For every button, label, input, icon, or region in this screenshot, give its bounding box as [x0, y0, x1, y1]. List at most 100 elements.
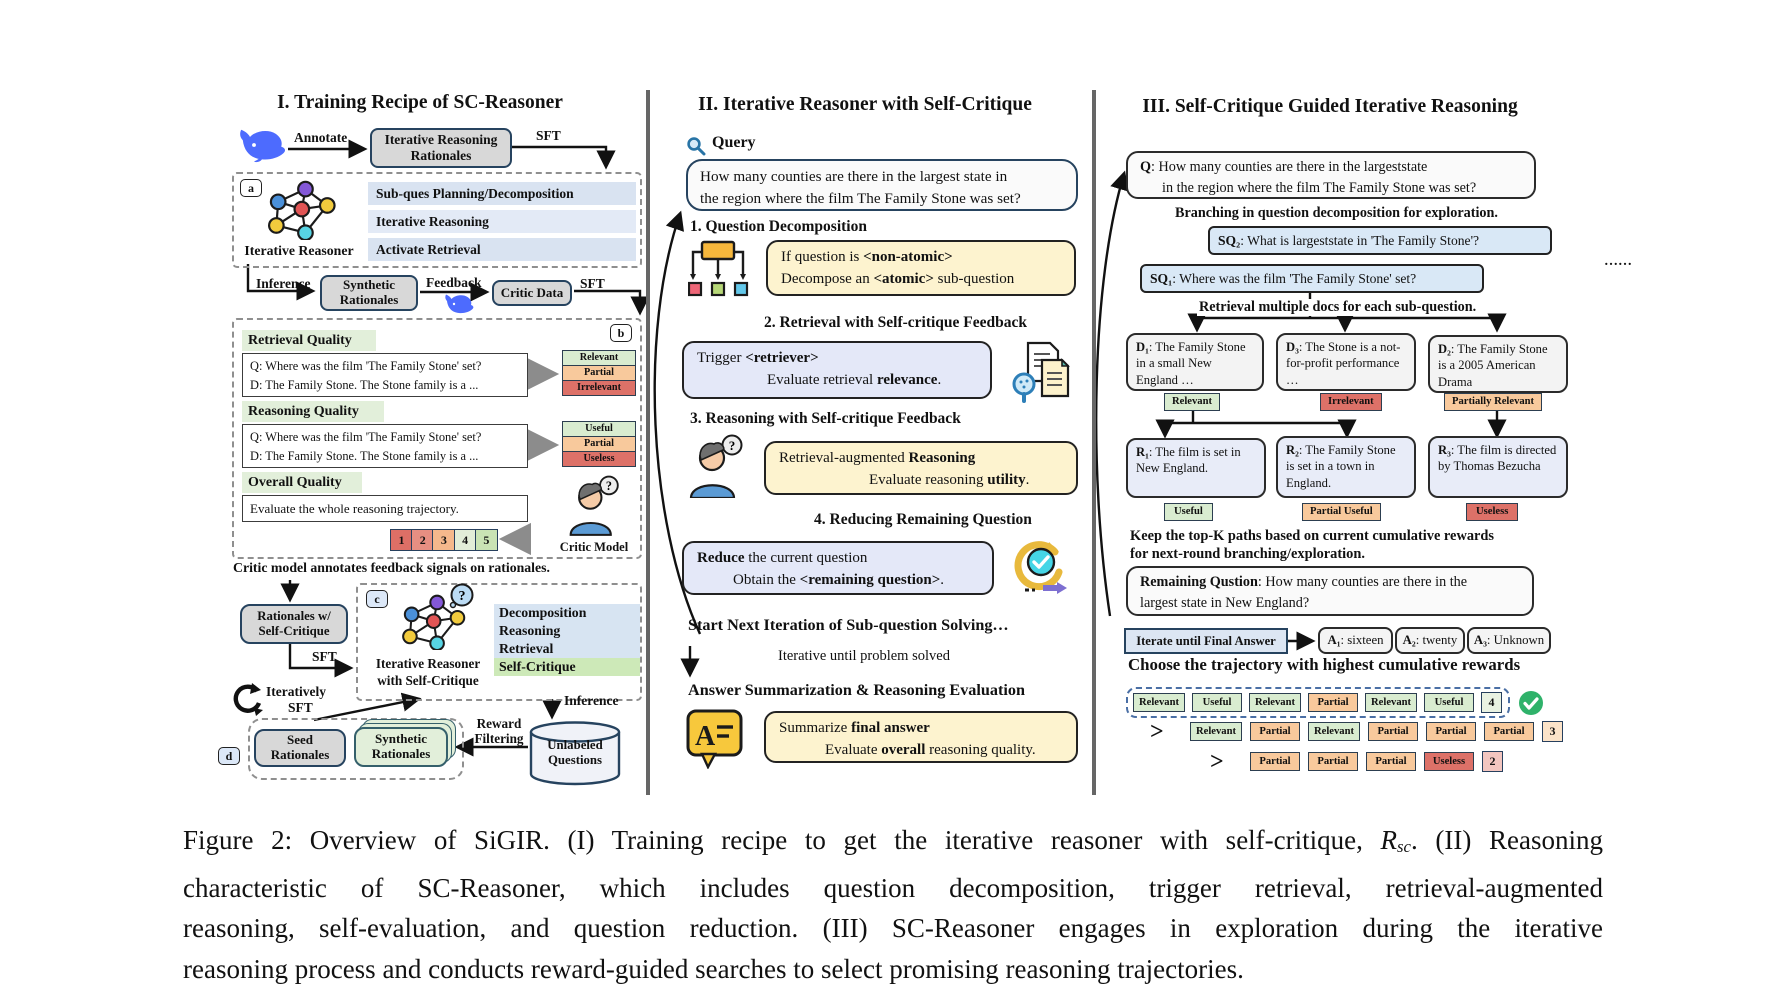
seed-rationales-box: Seed Rationales [254, 729, 346, 767]
question-line: Q: How many counties are there in the la… [1140, 159, 1428, 175]
svg-text:A: A [695, 721, 716, 752]
sft-label-1: SFT [536, 128, 561, 143]
whale-icon [445, 294, 474, 314]
capability-bar: Activate Retrieval [368, 238, 636, 261]
a2-label: A₂ [1402, 633, 1416, 647]
panel-divider-1 [646, 90, 650, 795]
sc-capability-decomposition: Decomposition [494, 604, 640, 622]
panel-divider-2 [1092, 90, 1096, 795]
next-iteration-header: Start Next Iteration of Sub-question Sol… [688, 616, 1009, 634]
retrieval-quality-example: Q: Where was the film 'The Family Stone'… [242, 353, 528, 397]
reasoning-box: Retrieval-augmented Reasoning Evaluate r… [764, 441, 1078, 495]
sft-label-2: SFT [580, 276, 605, 291]
iterative-reasoner-label: Iterative Reasoner [244, 243, 354, 258]
stage-a-box [232, 172, 642, 268]
query-text: the region where the film The Family Sto… [700, 189, 1021, 207]
panel2-title: II. Iterative Reasoner with Self-Critiqu… [698, 94, 1032, 115]
reduce-box: Reduce the current question Obtain the <… [682, 541, 994, 595]
sc-capability-retrieval: Retrieval [494, 640, 640, 658]
useful-tag: Useful [1164, 503, 1213, 521]
reduce-line: Reduce the current question [697, 550, 868, 566]
irrelevant-tag: Irrelevant [1320, 393, 1382, 411]
reward-filtering-label: Reward Filtering [474, 716, 524, 747]
greater-than-symbol: > [1150, 719, 1164, 745]
step2-header: 2. Retrieval with Self-critique Feedback [764, 314, 1028, 331]
qd-rule-line: Decompose an <atomic> sub-question [781, 270, 1015, 287]
stage-d-box [248, 718, 464, 780]
reduce-line: Obtain the <remaining question>. [733, 571, 944, 588]
question-bubble-icon: ? [449, 583, 474, 609]
sc-capability-reasoning: Reasoning [494, 622, 640, 640]
useless-tag: Useless [562, 451, 636, 467]
iterate-check-icon [1014, 541, 1067, 594]
trajectory-tag: Partial [1426, 722, 1477, 741]
stage-b-box [232, 318, 642, 559]
trajectory-row-1: Relevant Useful Relevant Partial Relevan… [1126, 687, 1510, 718]
question-decomposition-box: If question is <non-atomic> Decompose an… [766, 240, 1076, 296]
trajectory-tag: Relevant [1133, 693, 1186, 712]
trajectory-tag: Partial [1366, 752, 1416, 771]
answer-line: Evaluate overall reasoning quality. [825, 741, 1036, 758]
retrieval-box: Trigger <retriever> Evaluate retrieval r… [682, 341, 992, 399]
keep-topk-note: for next-round branching/exploration. [1130, 546, 1365, 562]
figure-caption: Figure 2: Overview of SiGIR. (I) Trainin… [183, 820, 1603, 989]
d1-text: : The Family Stone in a small New Englan… [1136, 340, 1246, 387]
badge-c: c [366, 590, 388, 608]
trajectory-tag: Relevant [1308, 722, 1361, 741]
iterate-until-final-answer-box: Iterate until Final Answer [1124, 628, 1288, 654]
query-text: How many counties are there in the large… [700, 168, 1008, 185]
sq2-text: : What is largeststate in 'The Family St… [1240, 233, 1480, 248]
stage-c-box [356, 583, 642, 701]
query-label: Query [712, 134, 756, 151]
step3-header: 3. Reasoning with Self-critique Feedback [690, 410, 961, 427]
reasoning-line: Evaluate reasoning utility. [869, 471, 1030, 488]
scale-5: 5 [474, 529, 498, 551]
trajectory-score: 4 [1481, 692, 1503, 713]
trajectory-score: 2 [1482, 751, 1503, 772]
reasoning-quality-header: Reasoning Quality [242, 401, 384, 422]
overall-quality-header: Overall Quality [242, 472, 362, 493]
a2-text: : twenty [1415, 633, 1458, 647]
useful-tag: Useful [562, 421, 636, 437]
subquestion-1-box: SQ₁: Where was the film 'The Family Ston… [1140, 264, 1484, 293]
overall-quality-example: Evaluate the whole reasoning trajectory. [242, 495, 528, 522]
r3-text: : The film is directed by Thomas Bezucha [1438, 443, 1557, 474]
remaining-question-box: Remaining Qustion: How many counties are… [1126, 566, 1534, 616]
answer-summarization-header: Answer Summarization & Reasoning Evaluat… [688, 681, 1025, 699]
example-document: D: The Family Stone. The Stone family is… [250, 448, 479, 463]
d1-label: D₁ [1136, 340, 1149, 354]
badge-b: b [610, 324, 632, 342]
caption-line: reasoning process and conducts reward-gu… [183, 953, 1244, 984]
caption-line: reasoning, self-evaluation, and question… [183, 913, 1603, 943]
answer-summary-box: Summarize final answer Evaluate overall … [764, 711, 1078, 763]
scale-3: 3 [432, 529, 456, 551]
step1-header: 1. Question Decomposition [690, 218, 867, 235]
trajectory-tag: Partial [1250, 722, 1301, 741]
retrieval-line: Trigger <retriever> [697, 350, 819, 366]
a1-text: : sixteen [1340, 633, 1384, 647]
panel1-title: I. Training Recipe of SC-Reasoner [277, 92, 563, 113]
branching-note: Branching in question decomposition for … [1175, 205, 1498, 221]
critic-model-label: Critic Model [559, 540, 629, 554]
relevant-tag: Relevant [1164, 393, 1221, 411]
trajectory-tag: Relevant [1365, 693, 1418, 712]
useless-tag: Useless [1466, 503, 1519, 521]
decomposition-tree-icon [688, 240, 749, 297]
answer-line: Summarize final answer [779, 720, 930, 736]
annotate-label: Annotate [294, 130, 348, 145]
subquestion-2-box: SQ₂: What is largeststate in 'The Family… [1208, 226, 1552, 255]
scale-2: 2 [411, 529, 435, 551]
reasoning-line: Retrieval-augmented Reasoning [779, 450, 976, 466]
trajectory-tag: Relevant [1249, 693, 1302, 712]
r1-label: R₁ [1136, 445, 1149, 459]
sft-label-4: SFT [288, 700, 313, 715]
neural-network-icon [402, 594, 466, 650]
badge-a: a [240, 179, 262, 197]
rationales-with-self-critique-box: Rationales w/ Self-Critique [240, 604, 348, 644]
search-icon [687, 137, 706, 156]
partial-tag: Partial [562, 436, 636, 452]
sft-label-3: SFT [312, 649, 337, 664]
query-box: How many counties are there in the large… [686, 159, 1078, 211]
r3-label: R₃ [1438, 443, 1451, 457]
